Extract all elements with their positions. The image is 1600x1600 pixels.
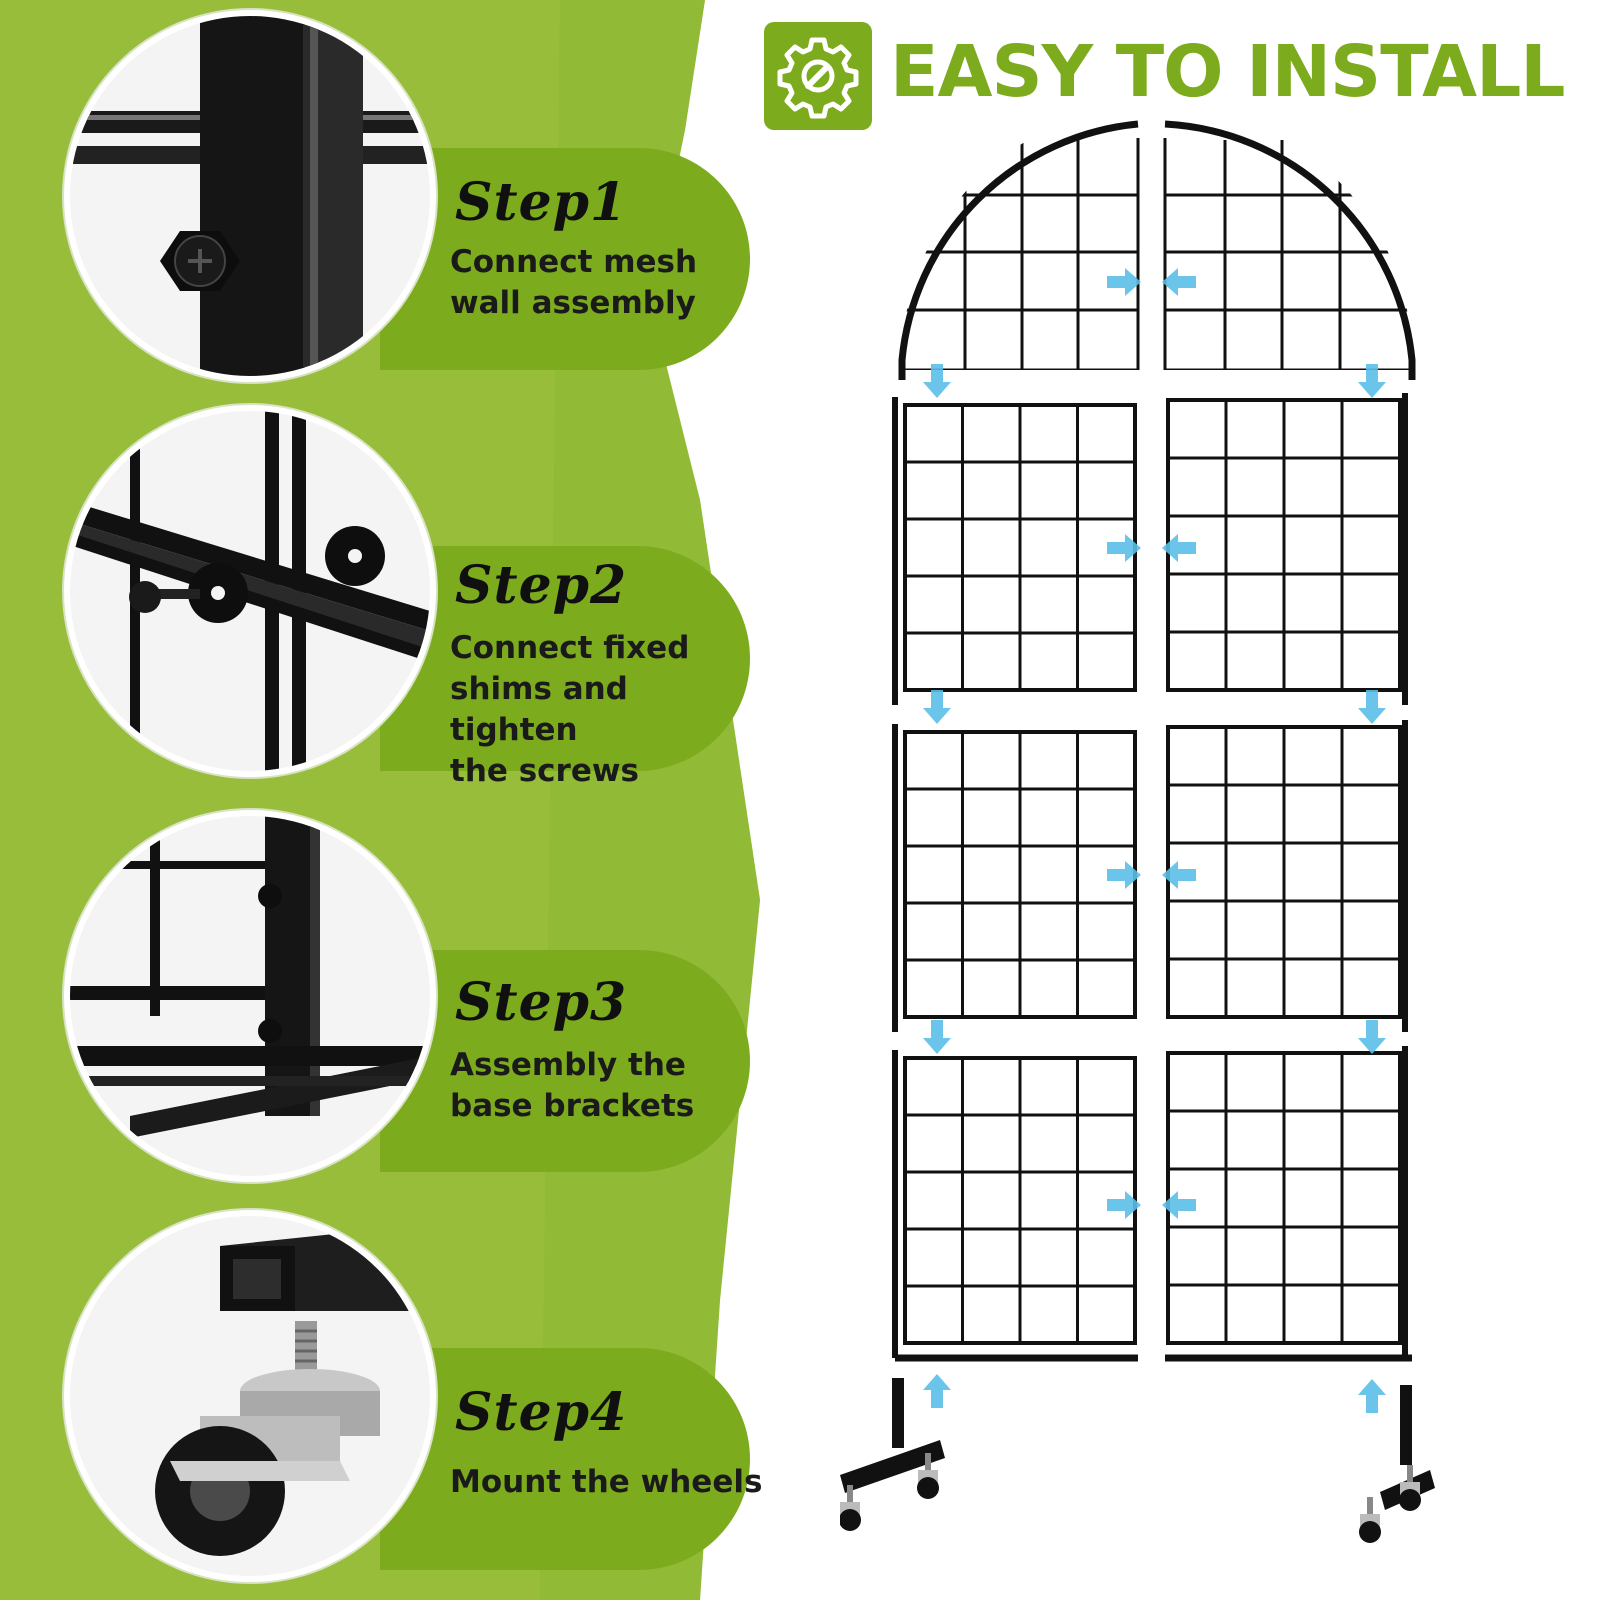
page-title: EASY TO INSTALL <box>890 30 1566 113</box>
step4-title: Step4 <box>455 1382 628 1443</box>
assembly-arrow-icon <box>1162 534 1196 562</box>
assembly-arrow-icon <box>923 690 951 724</box>
caster-stem <box>847 1485 853 1505</box>
assembly-arrow-icon <box>1358 690 1386 724</box>
arched-grid-wall-diagram <box>840 120 1435 1543</box>
step2-closeup-image <box>64 405 436 777</box>
step1-description: Connect mesh wall assembly <box>450 242 750 324</box>
step3-panel <box>380 950 750 1172</box>
assembly-arrow-icon <box>1107 268 1141 296</box>
assembly-arrow-icon <box>1107 1191 1141 1219</box>
caster-wheel-icon <box>1359 1521 1381 1543</box>
step2-title: Step2 <box>455 555 628 616</box>
assembly-arrow-icon <box>1162 1191 1196 1219</box>
caster-wheel-icon <box>840 1509 861 1531</box>
caster-wheel-icon <box>1399 1489 1421 1511</box>
step1-desc-line: Connect mesh <box>450 244 698 280</box>
step3-title: Step3 <box>455 972 628 1033</box>
assembly-arrow-icon <box>1162 268 1196 296</box>
step4-closeup-image <box>64 1210 436 1582</box>
step3-desc-line: base brackets <box>450 1088 695 1124</box>
assembly-arrow-icon <box>923 1020 951 1054</box>
assembly-arrow-icon <box>1107 861 1141 889</box>
step4-description: Mount the wheels <box>450 1462 770 1503</box>
assembly-arrow-icon <box>923 1374 951 1408</box>
left-foot-post <box>892 1378 904 1448</box>
assembly-arrow-icon <box>1358 1020 1386 1054</box>
arch-grid <box>902 138 1412 370</box>
assembly-arrow-icon <box>1162 861 1196 889</box>
arch-right-rail <box>1164 120 1416 380</box>
step4-desc-line: Mount the wheels <box>450 1464 763 1500</box>
step3-closeup-image <box>64 810 436 1182</box>
step2-panel <box>380 546 750 771</box>
step3-description: Assembly the base brackets <box>450 1045 750 1127</box>
step1-desc-line: wall assembly <box>450 285 696 321</box>
assembly-arrow-icon <box>1358 1379 1386 1413</box>
caster-stem <box>1407 1465 1413 1485</box>
step1-closeup-image <box>64 10 436 382</box>
assembly-arrow-icon <box>1107 534 1141 562</box>
caster-stem <box>1367 1497 1373 1517</box>
step1-panel <box>380 148 750 370</box>
step1-title: Step1 <box>455 172 628 233</box>
arch-left-rail <box>898 120 1139 380</box>
step2-desc-line: the screws <box>450 753 639 789</box>
step4-panel <box>380 1348 750 1570</box>
step2-description: Connect fixed shims and tighten the scre… <box>450 628 750 792</box>
caster-wheel-icon <box>917 1477 939 1499</box>
left-foot-base <box>840 1440 945 1493</box>
step2-desc-line: shims and tighten <box>450 671 628 748</box>
assembly-arrow-icon <box>1358 364 1386 398</box>
gear-wrench-icon <box>764 22 872 130</box>
right-foot-post <box>1400 1385 1412 1465</box>
step3-desc-line: Assembly the <box>450 1047 686 1083</box>
caster-stem <box>925 1453 931 1473</box>
assembly-arrow-icon <box>923 364 951 398</box>
step2-desc-line: Connect fixed <box>450 630 690 666</box>
